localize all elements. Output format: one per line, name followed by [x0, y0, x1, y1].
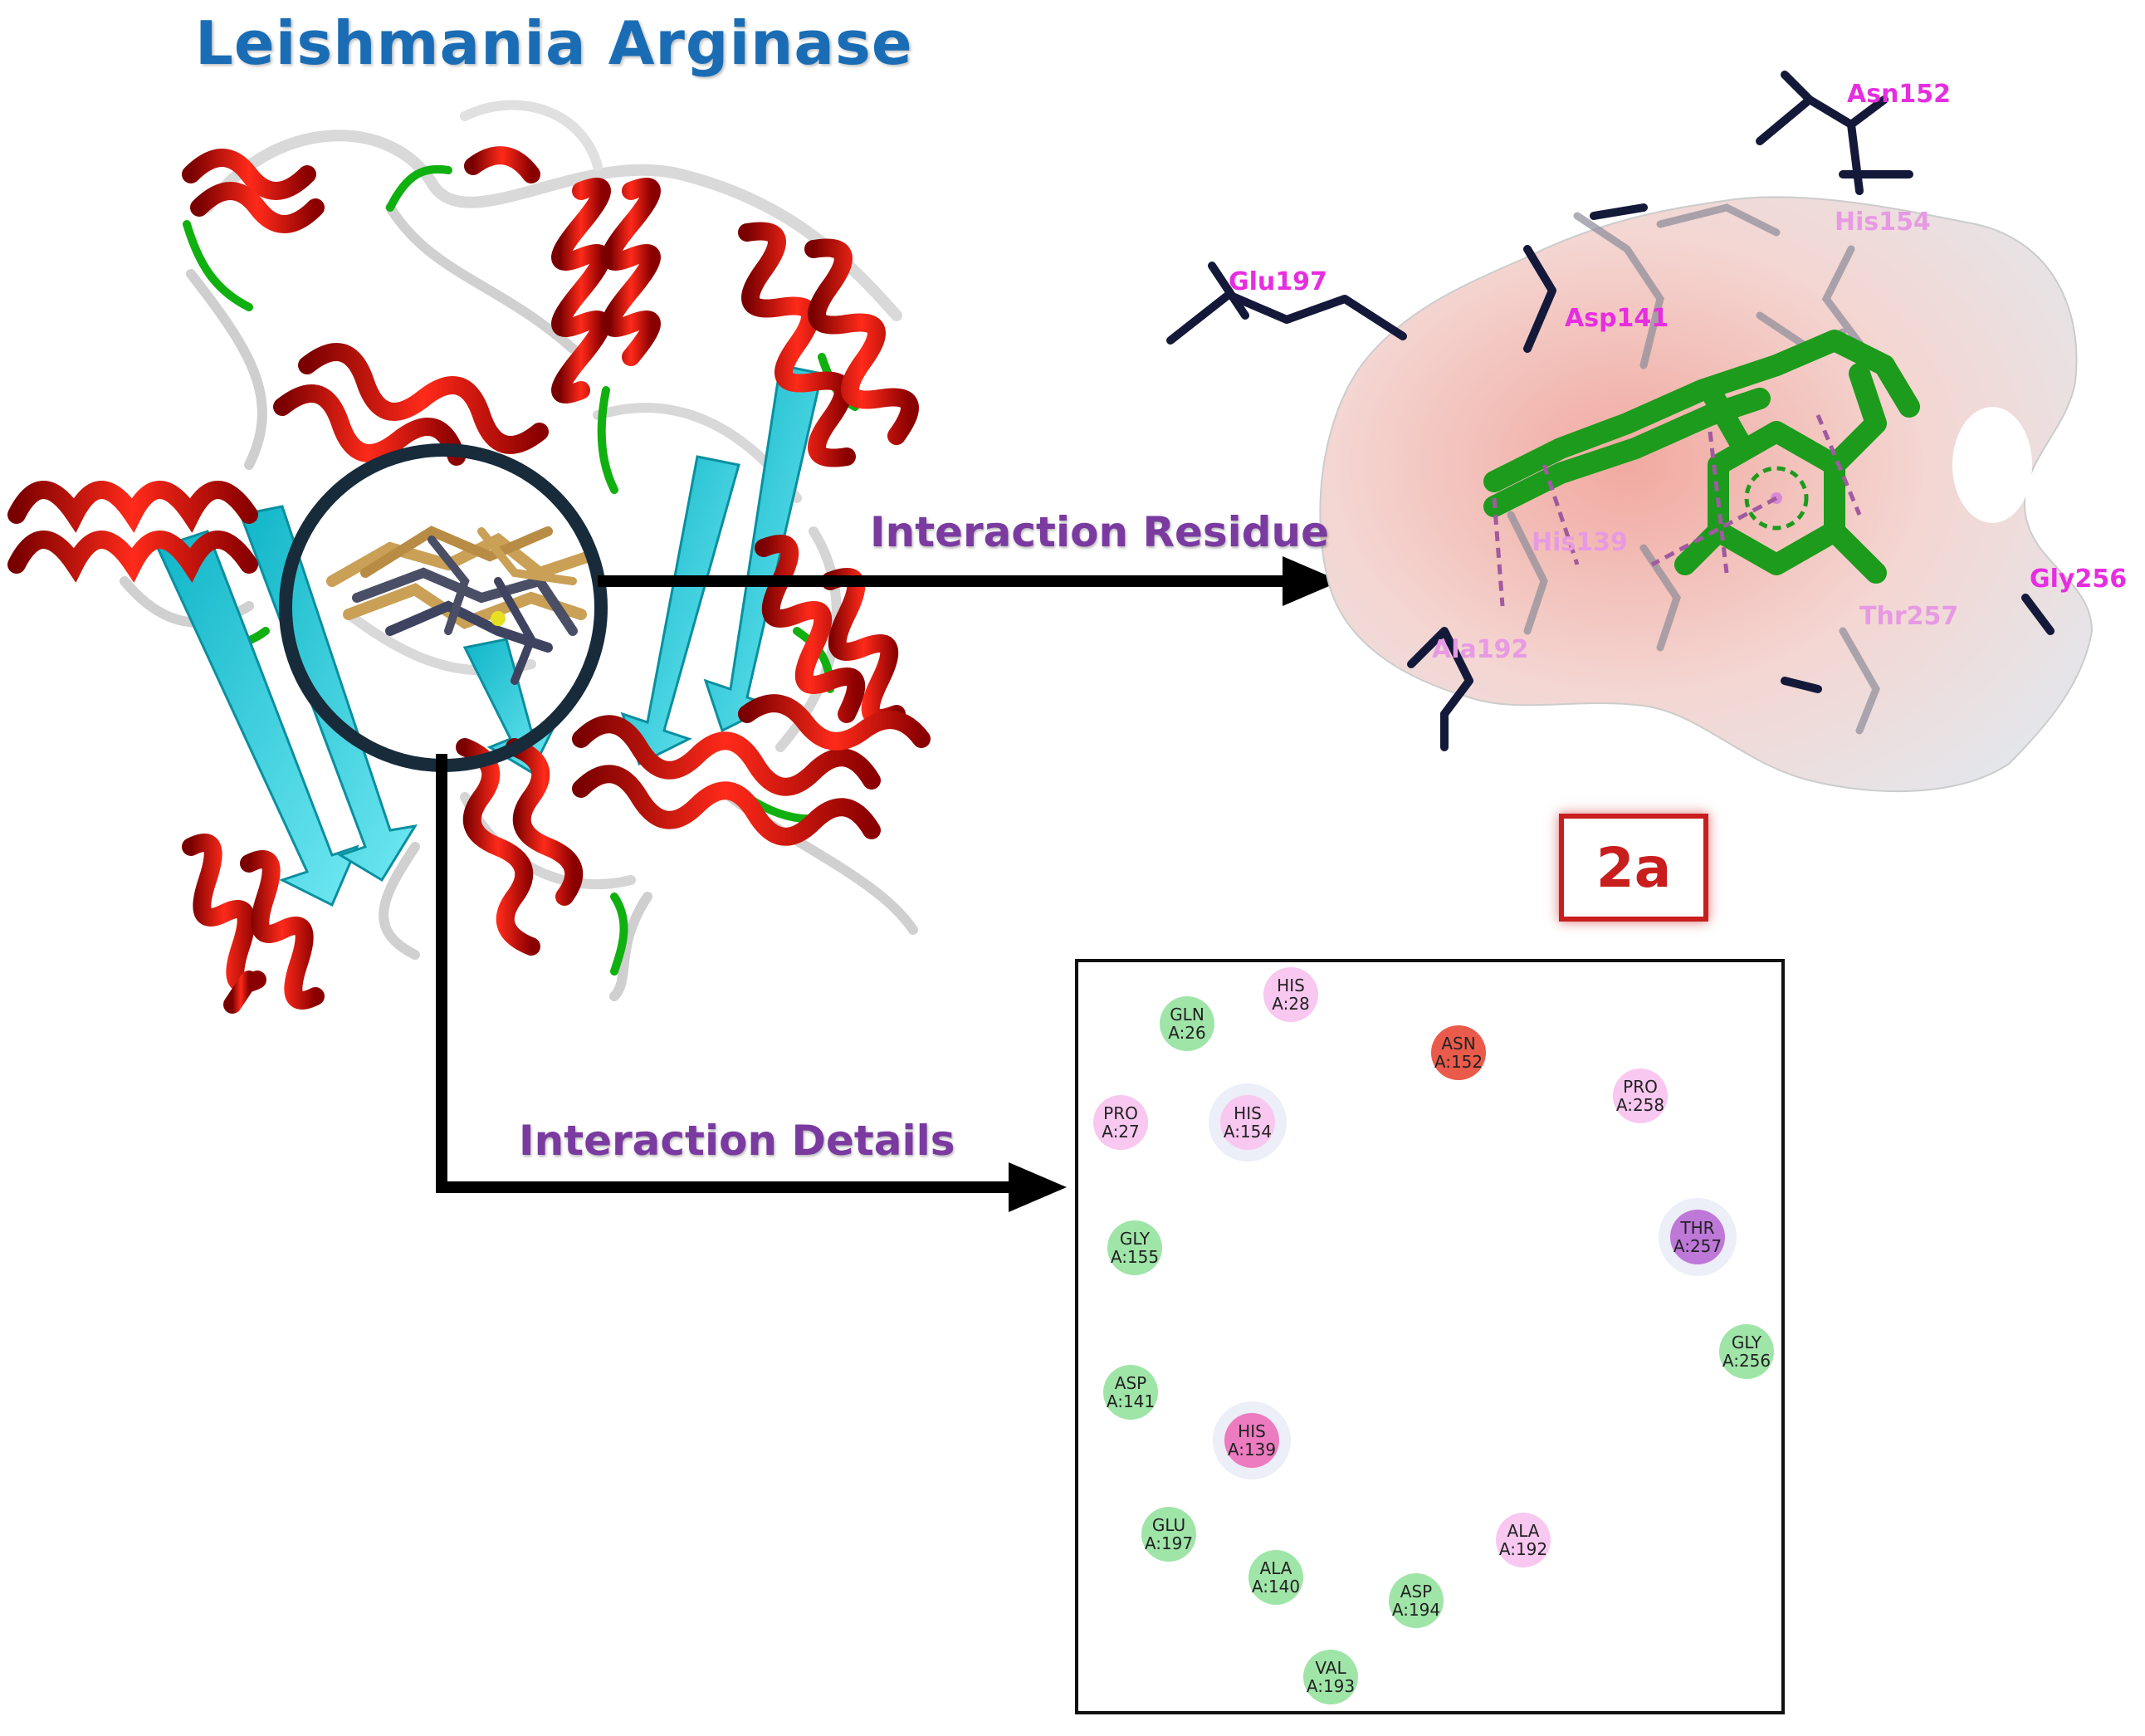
protein-ribbon: [7, 100, 931, 1014]
arrow-to-residues-head: [1283, 556, 1341, 606]
callout-arrows: [436, 556, 1341, 1212]
pocket-label-ala192: Ala192: [1432, 635, 1529, 664]
arrow-to-details-head: [1009, 1162, 1067, 1212]
pocket-label-his154: His154: [1835, 208, 1931, 237]
panel-badge: 2a: [1559, 814, 1708, 922]
alpha-helices: [7, 146, 931, 1014]
pocket-label-asn152: Asn152: [1847, 80, 1952, 109]
binding-pocket-3d: [1166, 71, 2094, 793]
aromatic-ring-center: [1744, 466, 1809, 531]
figure-title: Leishmania Arginase: [195, 8, 913, 78]
pocket-interactions: [1492, 414, 1862, 607]
pocket-label-thr257: Thr257: [1859, 602, 1959, 631]
molecular-surface: [1319, 196, 2094, 793]
docked-ligands: [326, 526, 595, 685]
surface-cavity: [1952, 407, 2032, 523]
pocket-label-his139: His139: [1532, 528, 1628, 557]
pocket-label-asp141: Asp141: [1565, 304, 1669, 333]
navy-residues: [1166, 71, 2055, 751]
arrow-to-details: [436, 754, 1009, 1193]
pocket-label-glu197: Glu197: [1229, 267, 1327, 296]
interaction-residue-label: Interaction Residue: [870, 508, 1330, 556]
interaction-details-label: Interaction Details: [519, 1117, 955, 1165]
pocket-label-gly256: Gly256: [2030, 565, 2128, 594]
